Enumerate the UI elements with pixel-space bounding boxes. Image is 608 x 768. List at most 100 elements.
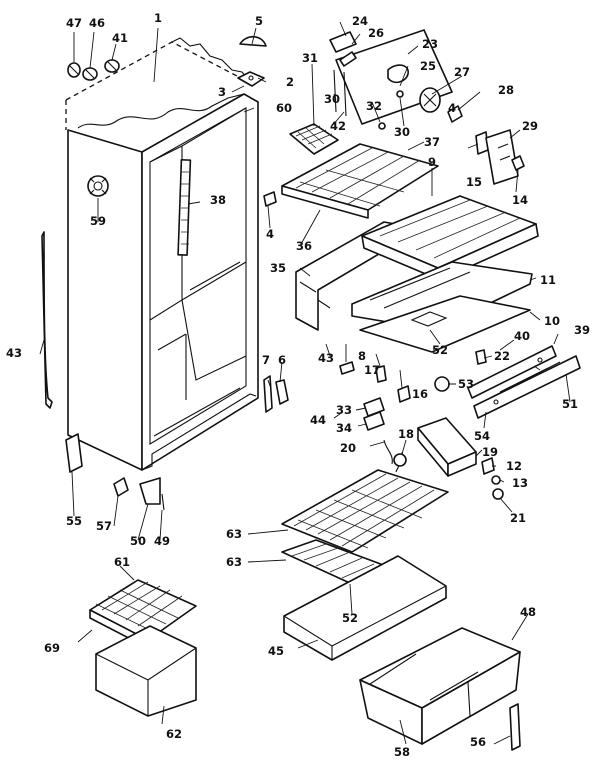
callout-17: 17 (364, 363, 380, 377)
callout-labels: 47 46 41 1 5 2 3 60 59 38 43 55 57 50 49… (6, 11, 590, 759)
callout-36: 36 (296, 239, 312, 253)
callout-15: 15 (466, 175, 482, 189)
callout-5: 5 (255, 14, 263, 28)
callout-32: 32 (366, 99, 382, 113)
callout-20: 20 (340, 441, 356, 455)
callout-2: 2 (286, 75, 294, 89)
cabinet-liner-opening (149, 107, 247, 445)
callout-4-top: 4 (266, 227, 274, 241)
small-fittings-top-left (67, 59, 120, 81)
callout-3: 3 (218, 85, 226, 99)
callout-21: 21 (510, 511, 526, 525)
callout-41: 41 (112, 31, 128, 45)
callout-47: 47 (66, 16, 82, 30)
meat-keeper-assembly (89, 579, 197, 717)
shelf-clip-4 (263, 191, 277, 207)
crisper-drawers (359, 627, 521, 745)
wire-shelf-upper (281, 469, 449, 553)
ice-tray-part (289, 123, 339, 155)
callout-22: 22 (494, 349, 510, 363)
callout-34: 34 (336, 421, 352, 435)
cabinet-base (141, 393, 257, 471)
callout-55: 55 (66, 514, 82, 528)
callout-44: 44 (310, 413, 326, 427)
callout-14: 14 (512, 193, 528, 207)
callout-49: 49 (154, 534, 170, 548)
callout-1: 1 (154, 11, 162, 25)
cabinet-front-frame (141, 93, 259, 471)
callout-52-mid: 52 (432, 343, 448, 357)
callout-38: 38 (210, 193, 226, 207)
callout-24: 24 (352, 14, 368, 28)
callout-46: 46 (89, 16, 105, 30)
callout-43-left: 43 (6, 346, 22, 360)
light-socket-parts (363, 397, 385, 431)
callout-39: 39 (574, 323, 590, 337)
callout-52-lower: 52 (342, 611, 358, 625)
right-side-fittings (475, 129, 525, 185)
callout-42: 42 (330, 119, 346, 133)
control-box-19 (417, 417, 477, 477)
callout-9: 9 (428, 155, 436, 169)
glass-shelf-10 (359, 295, 531, 353)
crisper-cover-45 (283, 555, 447, 661)
shelf-11 (351, 261, 533, 331)
callout-10: 10 (544, 314, 560, 328)
callout-31: 31 (302, 51, 318, 65)
cabinet-assembly (65, 37, 259, 471)
callout-26: 26 (368, 26, 384, 40)
shelf-9 (361, 195, 539, 281)
callout-13: 13 (512, 476, 528, 490)
callout-43-mid: 43 (318, 351, 334, 365)
callout-58: 58 (394, 745, 410, 759)
callout-37: 37 (424, 135, 440, 149)
callout-54: 54 (474, 429, 490, 443)
callout-23: 23 (422, 37, 438, 51)
cabinet-liner-detail (153, 261, 241, 437)
callout-30-left: 30 (324, 92, 340, 106)
callout-63-lower: 63 (226, 555, 242, 569)
callout-51: 51 (562, 397, 578, 411)
callout-25: 25 (420, 59, 436, 73)
callout-7: 7 (262, 353, 270, 367)
callout-59: 59 (90, 214, 106, 228)
shelf-ladder-rail (177, 159, 192, 256)
fasteners-middle (339, 349, 487, 403)
callout-50: 50 (130, 534, 146, 548)
callout-6: 6 (278, 353, 286, 367)
callout-27: 27 (454, 65, 470, 79)
callout-16: 16 (412, 387, 428, 401)
bottom-hinge-55 (65, 433, 83, 473)
callout-29: 29 (522, 119, 538, 133)
control-housing-assembly (329, 29, 463, 130)
callout-19: 19 (482, 445, 498, 459)
callout-28: 28 (498, 83, 514, 97)
callout-11: 11 (540, 273, 556, 287)
thermostat-knob-part (87, 175, 109, 197)
callout-45: 45 (268, 644, 284, 658)
callout-40: 40 (514, 329, 530, 343)
callout-69: 69 (44, 641, 60, 655)
cabinet-top-panel (77, 37, 253, 129)
callout-61: 61 (114, 555, 130, 569)
callout-12: 12 (506, 459, 522, 473)
callout-30-right: 30 (394, 125, 410, 139)
bracket-24 (329, 31, 357, 53)
callout-48: 48 (520, 605, 536, 619)
callout-35: 35 (270, 261, 286, 275)
leveling-parts (113, 477, 165, 511)
top-hinge-cap-parts (237, 35, 267, 87)
callout-53: 53 (458, 377, 474, 391)
freezer-shelf (281, 143, 439, 219)
callout-60: 60 (276, 101, 292, 115)
callout-18: 18 (398, 427, 414, 441)
callout-62: 62 (166, 727, 182, 741)
callout-4-side: 4 (448, 101, 456, 115)
callout-leader-lines (39, 21, 571, 745)
callout-56: 56 (470, 735, 486, 749)
door-seal-rod (41, 231, 53, 409)
callout-63-upper: 63 (226, 527, 242, 541)
callout-33: 33 (336, 403, 352, 417)
callout-57: 57 (96, 519, 112, 533)
